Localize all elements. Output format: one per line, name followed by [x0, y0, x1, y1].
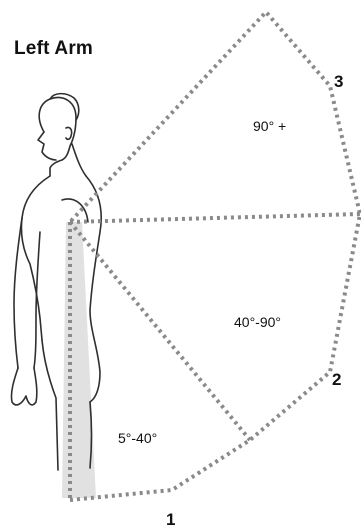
- zone-2-range-label: 40°-90°: [234, 314, 281, 330]
- zone-3-range-label: 90° +: [253, 118, 286, 134]
- zone-3-number: 3: [334, 72, 343, 92]
- zone-1-range-label: 5°-40°: [118, 430, 157, 446]
- zone-2-number: 2: [332, 370, 341, 390]
- forty-degree-line: [70, 222, 250, 440]
- diagram-title: Left Arm: [14, 38, 93, 60]
- outer-boundary: [70, 12, 360, 500]
- ninety-degree-line: [70, 214, 360, 222]
- zone-boundaries: [70, 12, 360, 500]
- zone-1-number: 1: [166, 510, 175, 530]
